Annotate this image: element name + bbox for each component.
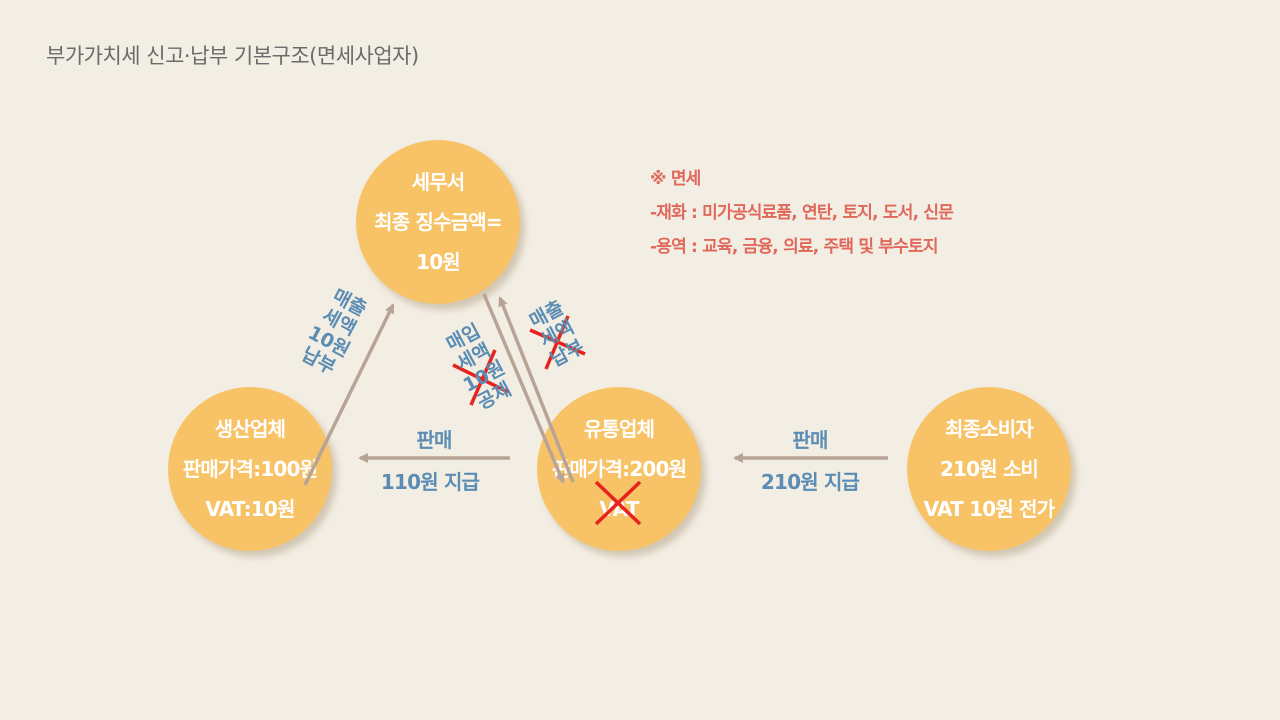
label-producer-sales-tax: 매출 세액 10원 납부 [297,284,371,380]
consumer-name: 최종소비자 [945,417,1034,441]
label-sale-to-consumer: 판매 [792,428,828,452]
note-heading: ※ 면세 [650,169,701,189]
tax-exempt-note: ※ 면세 -재화 : 미가공식료품, 연탄, 토지, 도서, 신문 -용역 : … [650,162,954,264]
tax-office-line2: 최종 징수금액= [374,210,503,234]
note-services: -용역 : 교육, 금융, 의료, 주택 및 부수토지 [650,237,938,257]
distributor-vat: VAT [599,497,639,521]
tax-office-node: 세무서 최종 징수금액= 10원 [356,140,520,304]
producer-price: 판매가격:100원 [182,457,318,481]
producer-vat: VAT:10원 [205,497,295,521]
distributor-node: 유통업체 판매가격:200원 VAT [537,387,701,551]
note-goods: -재화 : 미가공식료품, 연탄, 토지, 도서, 신문 [650,203,954,223]
producer-name: 생산업체 [214,417,286,441]
label-payment-110: 110원 지급 [380,470,480,494]
distributor-name: 유통업체 [583,417,655,441]
distributor-price: 판매가격:200원 [551,457,687,481]
tax-office-line3: 10원 [416,250,461,274]
producer-node: 생산업체 판매가격:100원 VAT:10원 [168,387,332,551]
consumer-node: 최종소비자 210원 소비 VAT 10원 전가 [907,387,1071,551]
consumer-spend: 210원 소비 [939,457,1039,481]
label-payment-210: 210원 지급 [760,470,860,494]
label-sale-to-distributor: 판매 [416,428,452,452]
consumer-vat: VAT 10원 전가 [923,497,1055,521]
page-title: 부가가치세 신고·납부 기본구조(면세사업자) [46,44,419,68]
tax-office-name: 세무서 [411,170,466,194]
